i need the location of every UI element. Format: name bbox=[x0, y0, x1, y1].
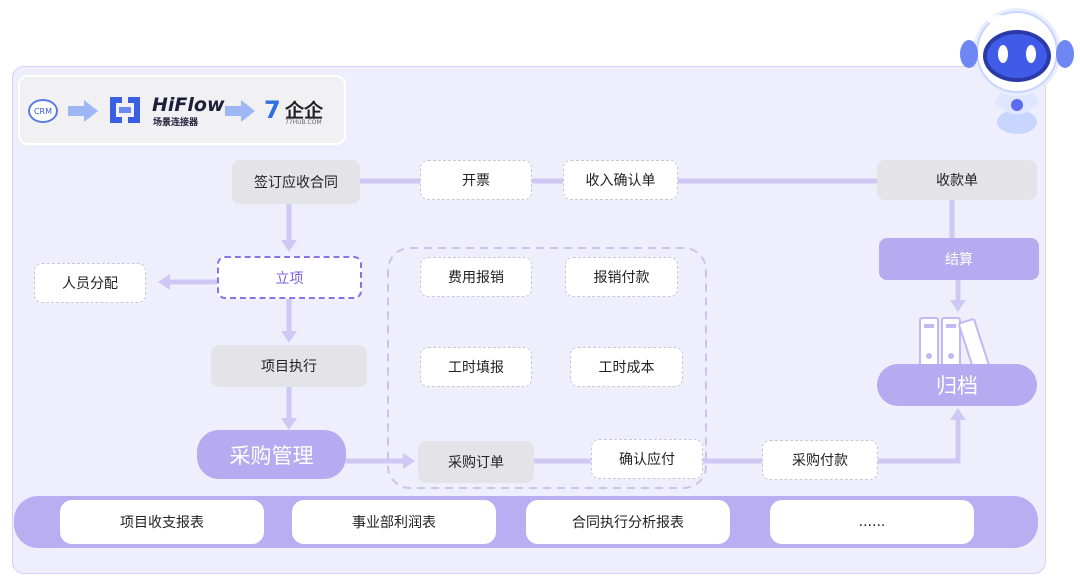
node-timesheet[interactable]: 工时填报 bbox=[420, 347, 532, 387]
node-staffing[interactable]: 人员分配 bbox=[34, 263, 146, 303]
node-settlement[interactable]: 结算 bbox=[879, 238, 1039, 280]
node-project-setup[interactable]: 立项 bbox=[217, 256, 362, 299]
arrowhead-down-settle bbox=[950, 300, 966, 312]
node-confirm-payable[interactable]: 确认应付 bbox=[591, 439, 703, 479]
archive-binders-icon bbox=[919, 317, 990, 372]
node-procurement-mgmt[interactable]: 采购管理 bbox=[197, 430, 346, 479]
line-pay-archive bbox=[878, 420, 961, 464]
node-receipt[interactable]: 收款单 bbox=[877, 160, 1037, 200]
arrowhead-down-setup bbox=[281, 240, 297, 252]
qiqi-logo-mark: 7 bbox=[264, 96, 281, 124]
hiflow-logo-icon bbox=[110, 97, 140, 123]
hiflow-subtitle: 场景连接器 bbox=[153, 118, 199, 128]
report-contract-analysis[interactable]: 合同执行分析报表 bbox=[526, 500, 730, 544]
arrowhead-down-exec bbox=[281, 331, 297, 343]
report-division-profit[interactable]: 事业部利润表 bbox=[292, 500, 496, 544]
node-purchase-pay[interactable]: 采购付款 bbox=[762, 440, 878, 480]
report-project-income[interactable]: 项目收支报表 bbox=[60, 500, 264, 544]
crm-logo: CRM bbox=[28, 99, 58, 123]
arrow-right-icon bbox=[225, 100, 255, 122]
hiflow-name: HiFlow bbox=[152, 94, 225, 116]
arrow-right-icon bbox=[68, 100, 98, 122]
node-expense-claim[interactable]: 费用报销 bbox=[420, 257, 532, 297]
node-sign-contract[interactable]: 签订应收合同 bbox=[232, 160, 360, 204]
robot-mascot-icon bbox=[960, 8, 1074, 134]
arrowhead-left-staffing bbox=[158, 274, 170, 290]
diagram-panel bbox=[12, 66, 1046, 574]
qiqi-logo-name: 企企 bbox=[285, 100, 324, 122]
qiqi-logo-domain: 77HUB.COM bbox=[285, 119, 322, 126]
report-more[interactable]: ...... bbox=[770, 500, 974, 544]
arrowhead-right-po bbox=[403, 453, 415, 469]
node-revenue-confirm[interactable]: 收入确认单 bbox=[563, 160, 678, 200]
cost-group-boundary bbox=[387, 247, 707, 489]
node-reimburse-pay[interactable]: 报销付款 bbox=[565, 257, 678, 297]
node-archive[interactable]: 归档 bbox=[877, 364, 1037, 406]
arrowhead-up-archive bbox=[950, 408, 966, 420]
node-invoice[interactable]: 开票 bbox=[420, 160, 532, 200]
node-purchase-order[interactable]: 采购订单 bbox=[418, 441, 534, 483]
arrowhead-down-procure bbox=[281, 418, 297, 430]
node-project-exec[interactable]: 项目执行 bbox=[211, 345, 367, 387]
node-labor-cost[interactable]: 工时成本 bbox=[570, 347, 683, 387]
